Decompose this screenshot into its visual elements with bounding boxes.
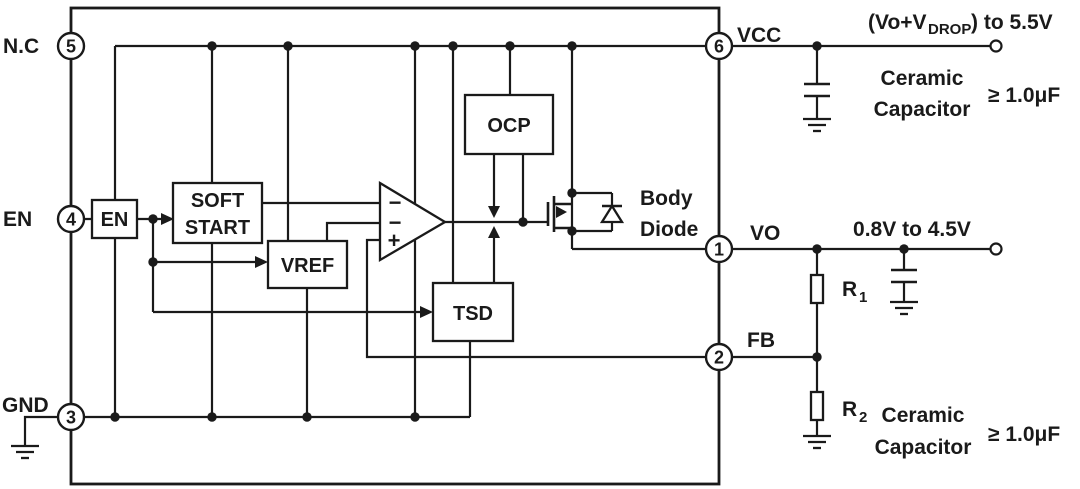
pin5-label: N.C <box>3 35 39 58</box>
r2-ground-icon <box>803 434 831 450</box>
capacitor-plates <box>804 82 917 284</box>
soft-start-block <box>171 181 264 245</box>
arrow-ocp-down <box>488 206 500 218</box>
tsd-block-label: TSD <box>453 303 493 325</box>
body-diode-triangle <box>599 203 625 224</box>
output-cap-note1: Ceramic <box>882 404 965 427</box>
output-cap-value: ≥ 1.0μF <box>988 423 1060 446</box>
soft-start-label2: START <box>185 217 250 239</box>
ground-symbols <box>11 117 918 460</box>
resistor-r2 <box>809 390 825 422</box>
pin2-number: 2 <box>714 348 724 368</box>
vref-block <box>266 239 349 290</box>
pass-mosfet <box>546 196 572 232</box>
amp-plus: + <box>388 228 401 253</box>
pin4-label: EN <box>3 208 32 231</box>
vo-range: 0.8V to 4.5V <box>853 218 971 241</box>
input-cap-value: ≥ 1.0μF <box>988 84 1060 107</box>
amp-minus1: − <box>389 190 402 215</box>
arrow-into-softstart <box>161 213 174 225</box>
pin4-number: 4 <box>66 210 76 230</box>
pin3-circle <box>56 402 86 432</box>
ocp-block-label: OCP <box>487 115 530 137</box>
vcc-range-sub: DROP <box>928 21 971 38</box>
pin1-number: 1 <box>714 240 724 260</box>
pin3-number: 3 <box>66 408 76 428</box>
pin5-circle <box>56 31 86 61</box>
pin6-number: 6 <box>714 37 724 57</box>
pin4-circle <box>56 204 86 234</box>
input-cap-ground-icon <box>803 117 831 133</box>
soft-start-label1: SOFT <box>191 190 244 212</box>
vcc-range-prefix: (Vo+V <box>868 11 927 34</box>
input-capacitor <box>804 82 830 98</box>
pin1-label: VO <box>750 222 780 245</box>
r1-label: R <box>842 278 857 301</box>
body-diode <box>572 191 625 233</box>
resistor-r1 <box>809 273 825 305</box>
arrow-tsd-up <box>488 226 500 238</box>
fb-feedback-line <box>365 238 719 359</box>
r2-label: R <box>842 398 857 421</box>
arrowheads <box>161 206 500 318</box>
pin5-number: 5 <box>66 37 76 57</box>
output-capacitor <box>891 268 917 284</box>
output-cap-note2: Capacitor <box>875 436 972 459</box>
error-amplifier <box>378 180 448 263</box>
annotations: (Vo+V DROP ) to 5.5V Ceramic Capacitor ≥… <box>640 11 1060 459</box>
vcc-terminal <box>989 39 1003 53</box>
vo-terminal <box>989 242 1003 256</box>
arrow-into-tsd <box>420 306 433 318</box>
body-diode-label1: Body <box>640 187 693 210</box>
gnd-pin-ground-icon <box>11 444 39 460</box>
r2-label-sub: 2 <box>859 409 867 426</box>
vcc-range-suffix: ) to 5.5V <box>971 11 1053 34</box>
pin6-label: VCC <box>737 24 781 47</box>
input-cap-note1: Ceramic <box>881 67 964 90</box>
pin2-circle <box>704 342 734 372</box>
junction-dots <box>110 41 909 422</box>
pin3-label: GND <box>2 394 49 417</box>
input-cap-note2: Capacitor <box>874 98 971 121</box>
en-block <box>90 198 139 240</box>
body-diode-label2: Diode <box>640 218 698 241</box>
pin2-label: FB <box>747 329 775 352</box>
body-diode-wires <box>572 191 614 233</box>
output-cap-ground-icon <box>890 300 918 316</box>
r1-label-sub: 1 <box>859 289 867 306</box>
blocks <box>90 93 555 343</box>
vref-block-label: VREF <box>281 255 334 277</box>
pins: 5 4 3 6 1 2 <box>56 31 734 432</box>
mosfet-arrow <box>556 206 567 218</box>
gnd-ext-stem <box>23 415 71 445</box>
tsd-block <box>431 281 515 343</box>
amp-minus2: − <box>389 210 402 235</box>
pin1-circle <box>704 234 734 264</box>
ocp-block <box>463 93 555 156</box>
en-block-label: EN <box>101 209 129 231</box>
vref-to-amp <box>325 221 380 241</box>
arrow-into-vref <box>255 256 268 268</box>
pin6-circle <box>704 31 734 61</box>
